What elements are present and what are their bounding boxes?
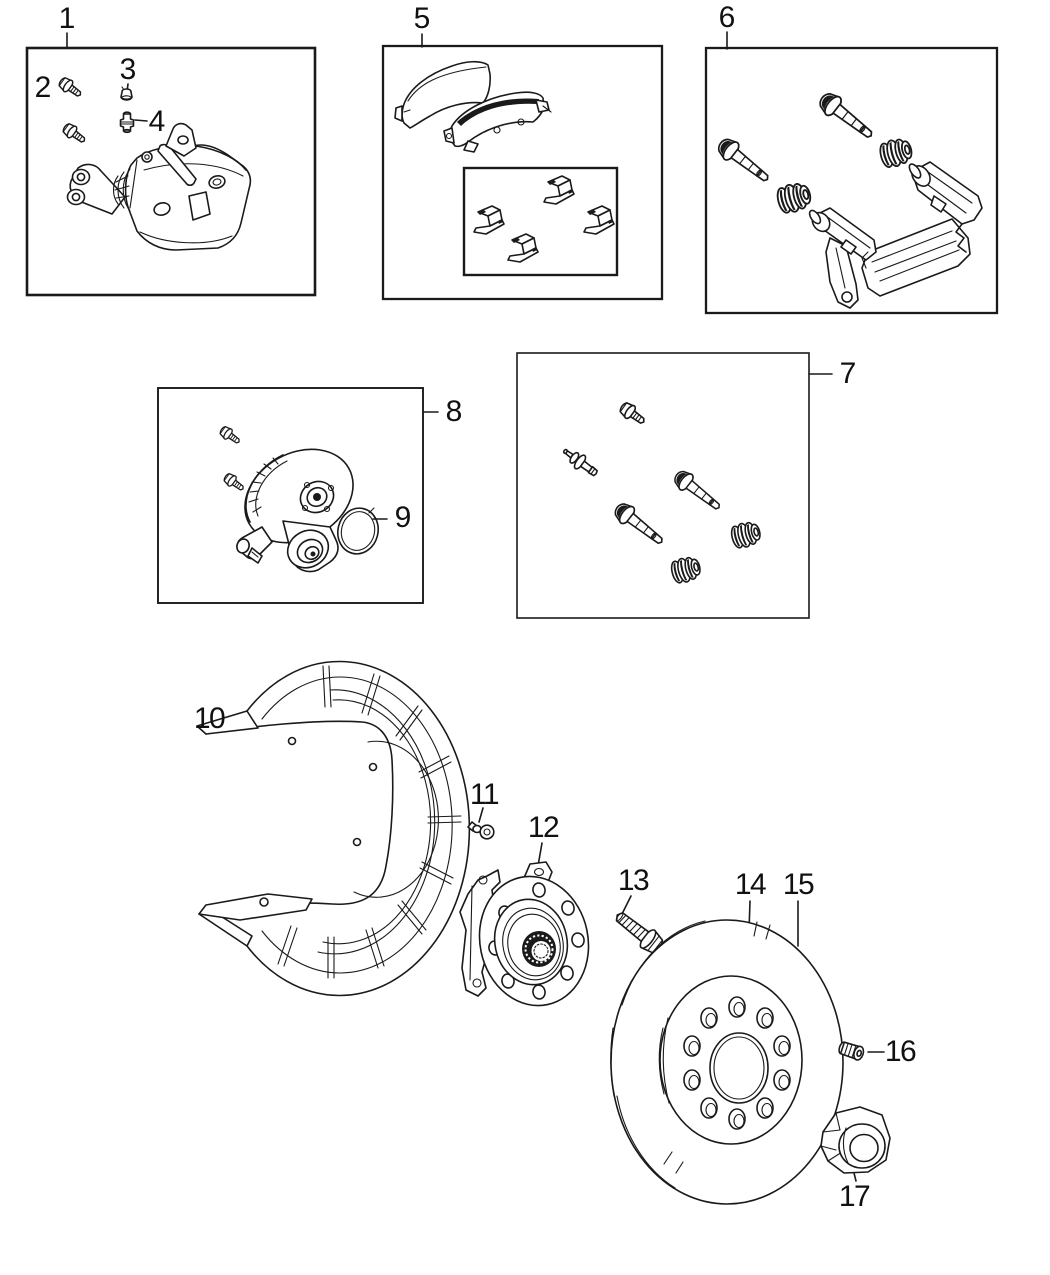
pin-kit-pin-1-drawing bbox=[670, 466, 726, 516]
box-actuator-kit bbox=[157, 387, 424, 604]
callout-15: 15 bbox=[782, 868, 815, 901]
callout-1: 1 bbox=[58, 2, 76, 35]
shield-bolt-drawing bbox=[467, 821, 495, 840]
dust-shield-drawing bbox=[196, 660, 471, 997]
pin-kit-pin-2-drawing bbox=[610, 498, 669, 551]
callout-2: 2 bbox=[34, 71, 52, 104]
pin-kit-bolt-2-drawing bbox=[558, 443, 602, 482]
pin-kit-bolt-1-drawing bbox=[616, 399, 649, 429]
bleeder-screw-drawing bbox=[119, 111, 135, 134]
box-pad-kit bbox=[381, 44, 664, 301]
box-caliper-assembly bbox=[25, 46, 317, 297]
adapter-pin-1-drawing bbox=[713, 133, 775, 189]
pin-kit-bushing-2-drawing bbox=[668, 553, 704, 586]
actuator-bolt-2-drawing bbox=[221, 470, 248, 495]
rotor-lug-holes bbox=[683, 996, 791, 1130]
adapter-bushing-2-drawing bbox=[876, 135, 916, 171]
caliper-bolt-1-drawing bbox=[56, 74, 86, 102]
callout-16: 16 bbox=[884, 1035, 917, 1068]
hub-nut-cap-drawing bbox=[820, 1106, 891, 1174]
callout-14: 14 bbox=[734, 868, 767, 901]
callout-8: 8 bbox=[445, 395, 463, 428]
callout-6: 6 bbox=[718, 1, 736, 34]
caliper-drawing bbox=[66, 122, 252, 251]
hub-bolt-drawing bbox=[615, 912, 664, 954]
o-ring-drawing bbox=[337, 507, 379, 555]
callout-12: 12 bbox=[527, 811, 560, 844]
inner-brake-pad-drawing bbox=[443, 91, 552, 153]
callout-11: 11 bbox=[469, 778, 500, 811]
box-clip-kit-inner bbox=[462, 166, 619, 277]
parking-brake-actuator-drawing bbox=[236, 448, 354, 573]
pad-clip-kit-drawing bbox=[473, 175, 615, 263]
adapter-bushing-1-drawing bbox=[774, 179, 815, 217]
pin-kit-bushing-1-drawing bbox=[728, 518, 764, 551]
actuator-bolt-1-drawing bbox=[217, 423, 244, 448]
caliper-bolt-2-drawing bbox=[60, 120, 90, 148]
bleeder-cap-drawing bbox=[120, 86, 133, 101]
hub-bearing-drawing bbox=[459, 861, 590, 1007]
callout-9: 9 bbox=[394, 501, 412, 534]
rotor-drawing bbox=[610, 919, 844, 1205]
callout-10: 10 bbox=[193, 702, 226, 735]
box-pin-kit bbox=[516, 352, 810, 619]
callout-5: 5 bbox=[413, 2, 431, 35]
callout-7: 7 bbox=[839, 357, 857, 390]
callout-13: 13 bbox=[617, 864, 650, 897]
callout-17: 17 bbox=[838, 1180, 871, 1213]
set-screw-drawing bbox=[838, 1041, 865, 1061]
callout-3: 3 bbox=[119, 53, 137, 86]
caliper-adapter-drawing bbox=[808, 161, 983, 309]
callout-4: 4 bbox=[148, 105, 166, 138]
box-adapter-kit bbox=[704, 46, 999, 315]
adapter-pin-2-drawing bbox=[814, 88, 879, 146]
